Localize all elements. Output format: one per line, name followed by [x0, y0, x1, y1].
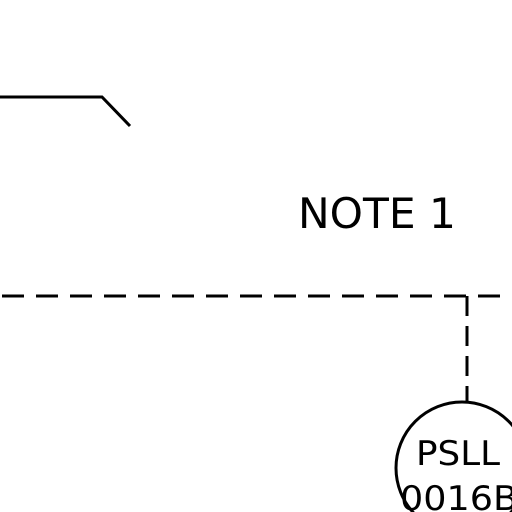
instrument-tag-number: 0016B [400, 479, 512, 512]
instrument-tag-prefix: PSLL [416, 434, 500, 474]
process-line-bend [0, 95, 132, 128]
note-label: NOTE 1 [298, 189, 456, 238]
instrument-bubble [394, 400, 512, 512]
